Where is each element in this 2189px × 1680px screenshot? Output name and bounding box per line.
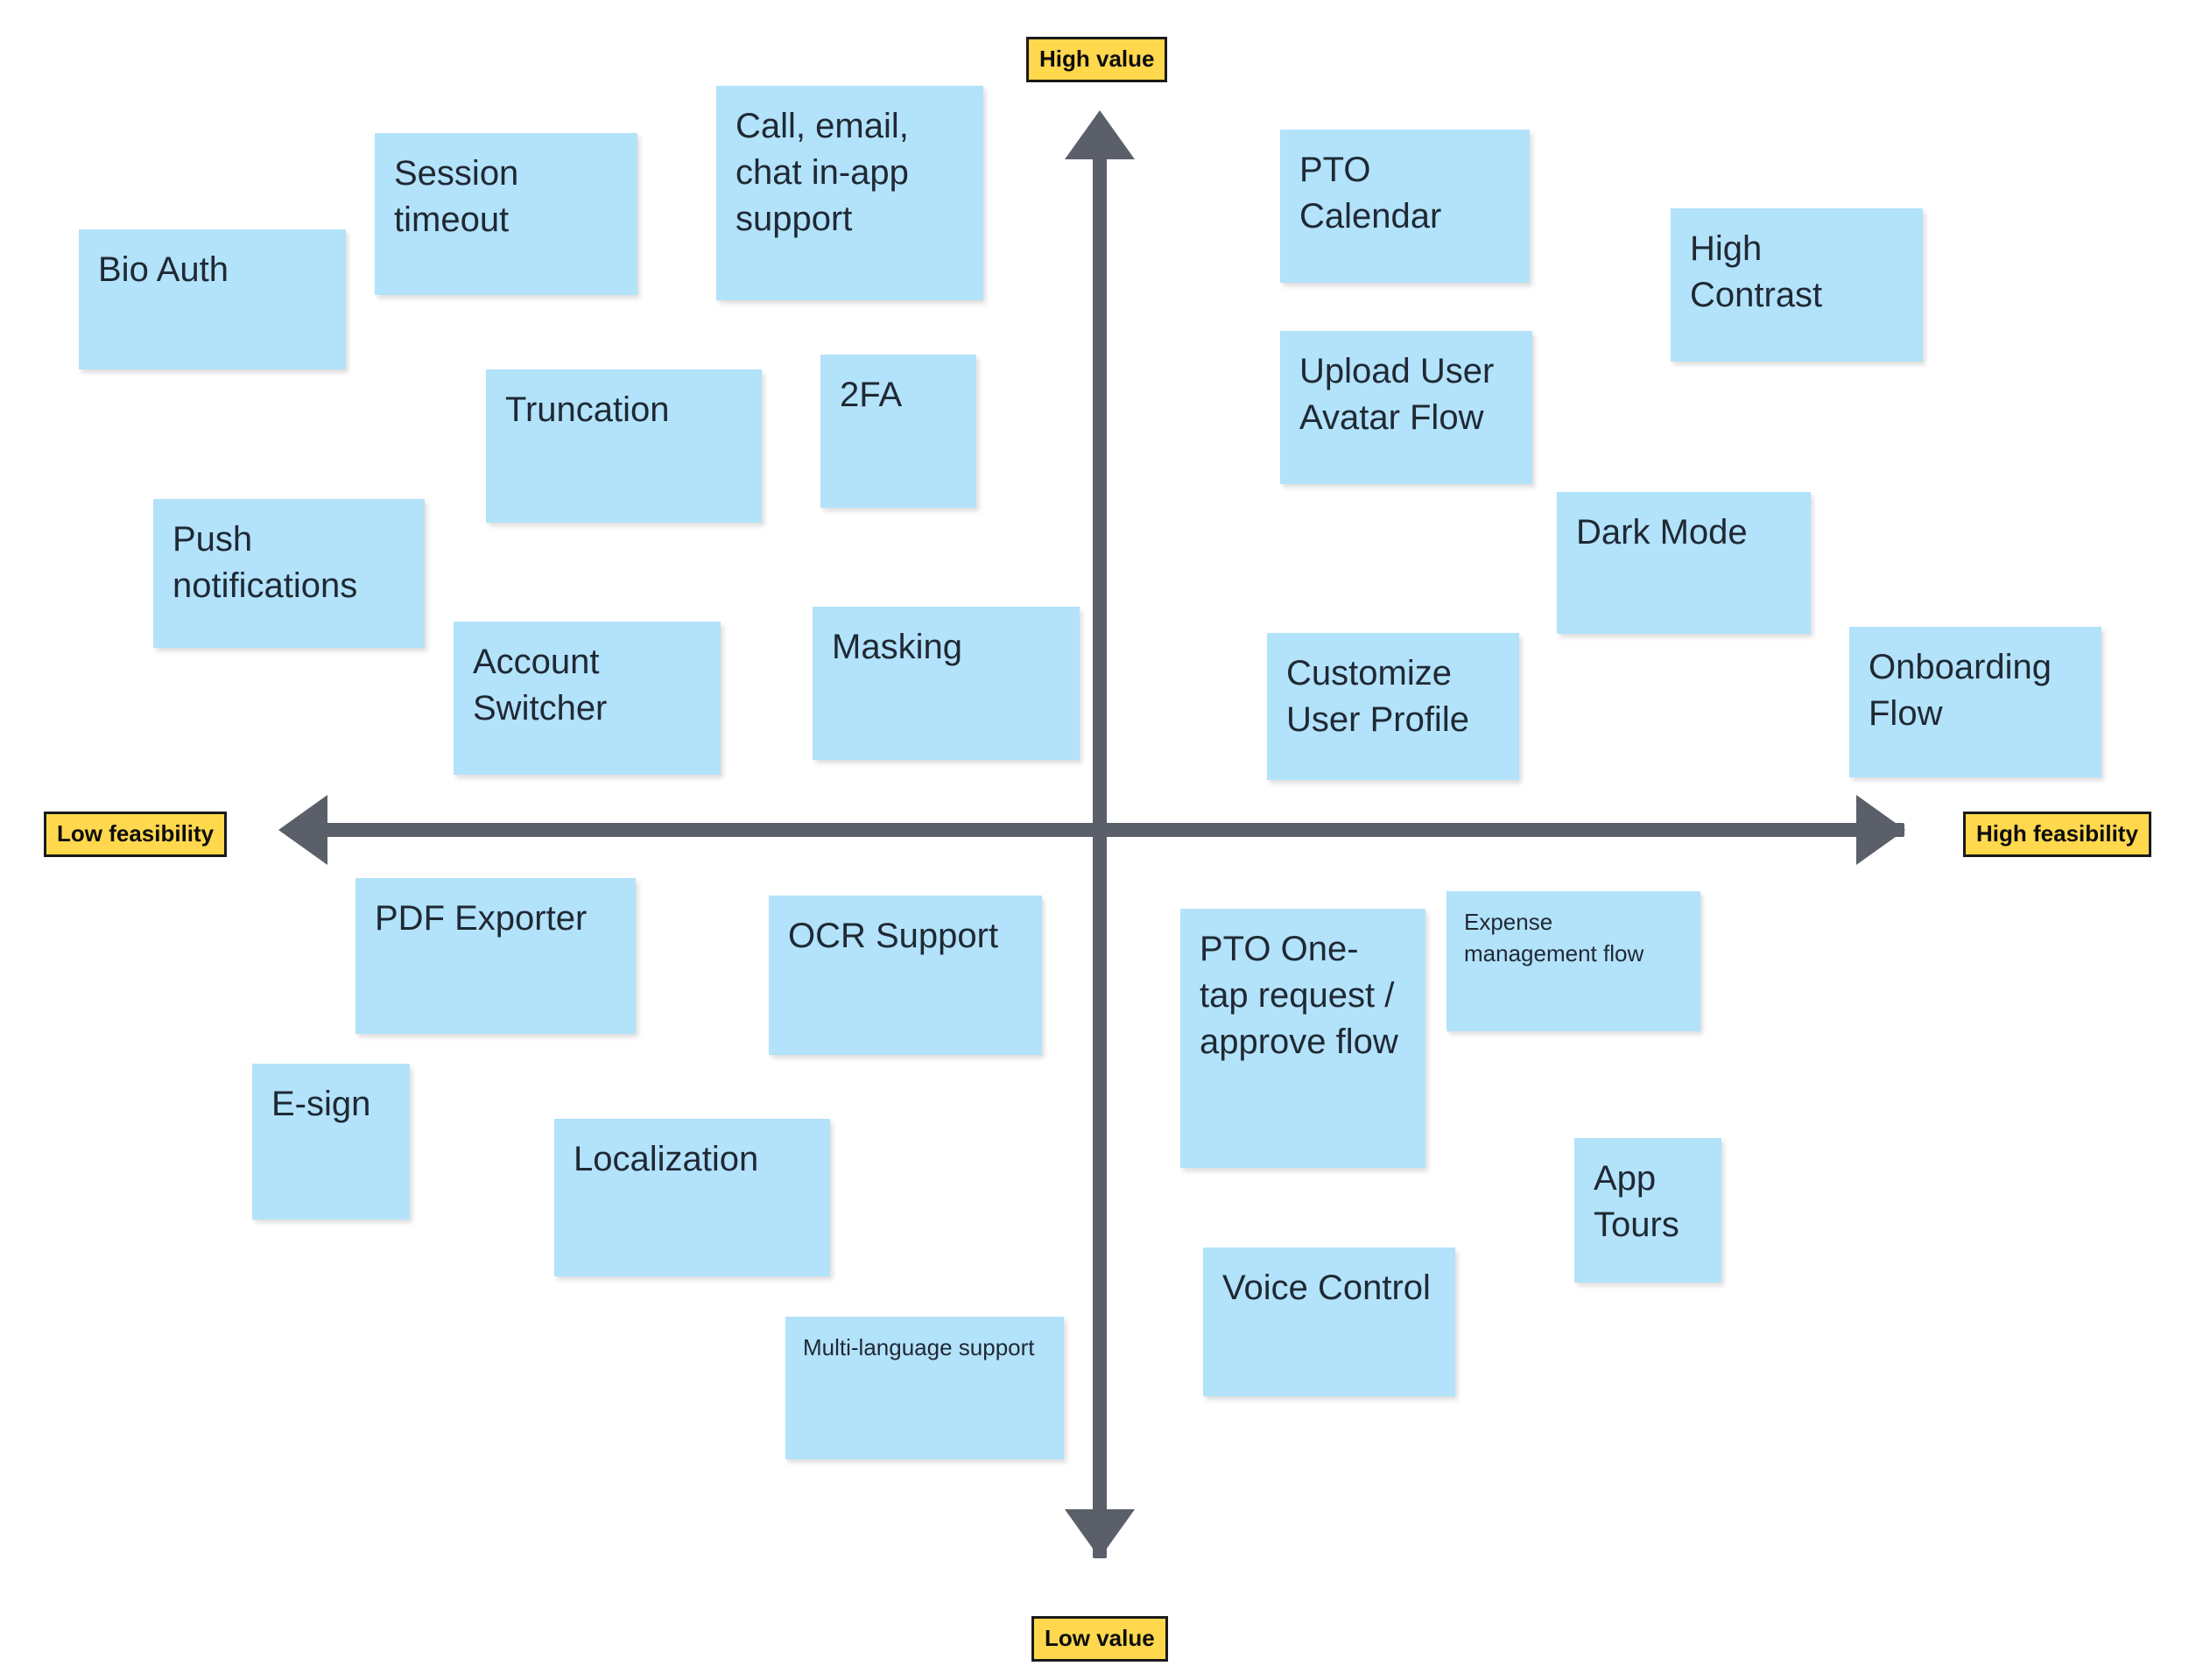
sticky-note-pto-one-tap-request-approve-flow[interactable]: PTO One-tap request / approve flow — [1180, 909, 1425, 1168]
sticky-note-push-notifications[interactable]: Push notifications — [153, 499, 425, 648]
sticky-note-ocr-support[interactable]: OCR Support — [769, 896, 1042, 1055]
sticky-note-app-tours[interactable]: App Tours — [1574, 1138, 1721, 1283]
sticky-note-bio-auth[interactable]: Bio Auth — [79, 229, 346, 369]
sticky-note-masking[interactable]: Masking — [813, 607, 1080, 760]
sticky-note-high-contrast[interactable]: High Contrast — [1671, 208, 1923, 362]
sticky-note-customize-user-profile[interactable]: Customize User Profile — [1267, 633, 1519, 780]
sticky-note-truncation[interactable]: Truncation — [486, 369, 762, 523]
horizontal-axis-line — [289, 823, 1904, 837]
sticky-note-2fa[interactable]: 2FA — [820, 355, 976, 508]
sticky-note-voice-control[interactable]: Voice Control — [1203, 1248, 1455, 1396]
vertical-axis-line — [1093, 123, 1107, 1558]
arrow-right-icon — [1856, 795, 1905, 865]
sticky-note-onboarding-flow[interactable]: Onboarding Flow — [1849, 627, 2101, 777]
axis-label-high-value: High value — [1026, 37, 1168, 82]
sticky-note-session-timeout[interactable]: Session timeout — [375, 133, 637, 295]
axis-label-high-feasibility: High feasibility — [1963, 812, 2151, 857]
sticky-note-localization[interactable]: Localization — [554, 1119, 830, 1276]
sticky-note-pdf-exporter[interactable]: PDF Exporter — [355, 878, 636, 1034]
sticky-note-upload-user-avatar-flow[interactable]: Upload User Avatar Flow — [1280, 331, 1532, 484]
sticky-note-call-email-chat-support[interactable]: Call, email, chat in-app support — [716, 86, 983, 300]
sticky-note-multi-language-support[interactable]: Multi-language support — [785, 1317, 1064, 1459]
sticky-note-pto-calendar[interactable]: PTO Calendar — [1280, 130, 1530, 283]
arrow-left-icon — [278, 795, 327, 865]
sticky-note-dark-mode[interactable]: Dark Mode — [1557, 492, 1811, 634]
axis-label-low-feasibility: Low feasibility — [44, 812, 228, 857]
sticky-note-expense-management-flow[interactable]: Expense management flow — [1446, 891, 1700, 1031]
sticky-note-e-sign[interactable]: E-sign — [252, 1064, 410, 1220]
arrow-up-icon — [1065, 110, 1135, 159]
sticky-note-account-switcher[interactable]: Account Switcher — [454, 622, 721, 775]
arrow-down-icon — [1065, 1509, 1135, 1558]
axis-label-low-value: Low value — [1031, 1616, 1168, 1662]
